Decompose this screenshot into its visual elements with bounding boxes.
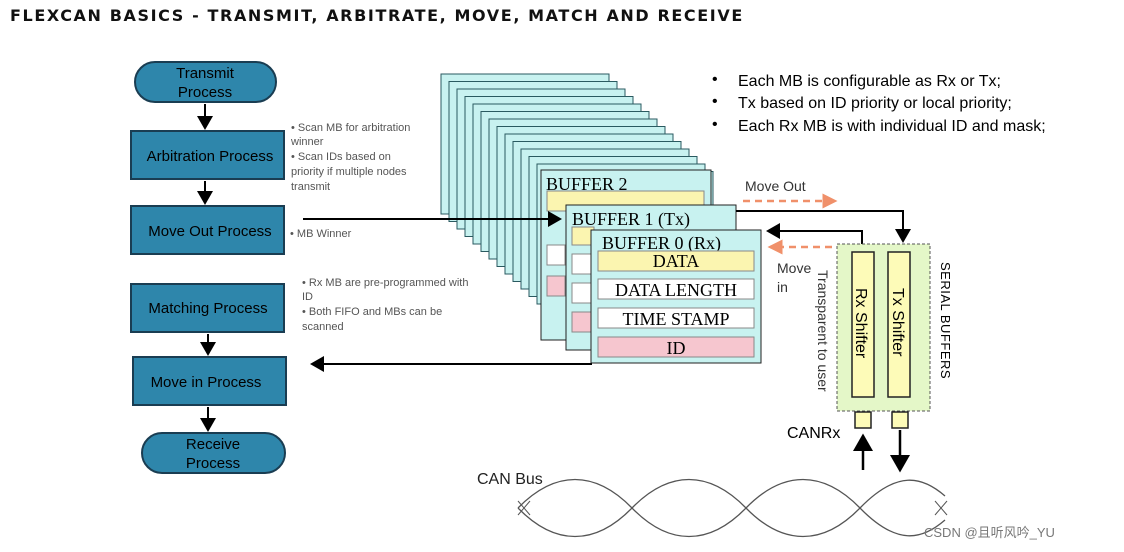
- arbitration-process-label: Arbitration Process: [147, 148, 274, 165]
- bus-end-mark: [517, 500, 531, 516]
- serial-buffers-label: SERIAL BUFFERS: [938, 262, 953, 379]
- can-high-wire: [517, 479, 946, 537]
- note-line: scanned: [302, 321, 344, 333]
- note-line: winner: [290, 136, 324, 148]
- tx-shifter: [887, 251, 911, 398]
- can-bus-wires: [517, 479, 948, 537]
- transmit-label-line1: Transmit: [176, 65, 235, 82]
- rx-shifter-label: Rx Shifter: [852, 288, 869, 359]
- note-line: priority if multiple nodes: [291, 166, 407, 178]
- bullet-dot: •: [712, 71, 718, 88]
- feature-bullets: • Each MB is configurable as Rx or Tx; •…: [712, 71, 1046, 135]
- receive-label-line1: Receive: [186, 436, 240, 453]
- note-line: • Both FIFO and MBs can be: [302, 306, 442, 318]
- note-line: ID: [302, 291, 313, 303]
- move-in-process-box: [132, 356, 287, 406]
- arrow-rx-shifter-to-buffer: [766, 223, 863, 248]
- id-field-label: ID: [667, 338, 686, 358]
- data-field-label: DATA: [653, 251, 700, 271]
- buffer-2-title: BUFFER 2: [546, 174, 628, 194]
- move-in-label-line2: in: [777, 279, 788, 295]
- move-in-process-label: Move in Process: [151, 374, 262, 391]
- bullet-item: Each Rx MB is with individual ID and mas…: [738, 118, 1046, 135]
- note-line: • Scan IDs based on: [291, 151, 391, 163]
- serial-buffers-frame: [836, 243, 931, 412]
- buffer-0: BUFFER 0 (Rx) DATA DATA LENGTH TIME STAM…: [590, 229, 762, 364]
- transmit-label-line2: Process: [178, 84, 232, 101]
- matching-process-label: Matching Process: [148, 300, 267, 317]
- buffer-2-field-stub: [546, 275, 566, 297]
- matching-process-box: [130, 283, 285, 333]
- receive-label-line2: Process: [186, 455, 240, 472]
- bullet-item: Each MB is configurable as Rx or Tx;: [738, 73, 1001, 90]
- buffer-0-title: BUFFER 0 (Rx): [602, 233, 721, 254]
- move-out-note: • MB Winner: [290, 228, 352, 240]
- time-stamp-field: [597, 307, 755, 329]
- matching-notes: • Rx MB are pre-programmed with ID • Bot…: [302, 277, 468, 333]
- note-line: • Scan MB for arbitration: [291, 122, 410, 134]
- data-length-field: [597, 278, 755, 300]
- page-title: FLEXCAN BASICS - TRANSMIT, ARBITRATE, MO…: [10, 6, 744, 25]
- buffer-2-field-stub: [546, 244, 566, 266]
- id-field: [597, 336, 755, 358]
- can-bus-label: CAN Bus: [477, 471, 543, 488]
- data-field: [597, 250, 755, 272]
- note-line: • Rx MB are pre-programmed with: [302, 277, 468, 289]
- move-out-label: Move Out: [745, 178, 806, 194]
- arbitration-notes: • Scan MB for arbitration winner • Scan …: [290, 122, 410, 193]
- watermark: CSDN @且听风吟_YU: [924, 525, 1055, 540]
- flowchart: Transmit Process Arbitration Process Mov…: [130, 61, 287, 474]
- can-low-wire: [517, 479, 946, 537]
- data-length-field-label: DATA LENGTH: [615, 280, 737, 300]
- buffer-1-title: BUFFER 1 (Tx): [572, 209, 690, 230]
- canrx-label: CANRx: [787, 425, 840, 442]
- bullet-item: Tx based on ID priority or local priorit…: [738, 95, 1012, 112]
- rx-shifter: [851, 251, 875, 398]
- tx-shifter-label: Tx Shifter: [889, 288, 906, 357]
- tx-pin: [891, 411, 909, 429]
- note-line: transmit: [291, 181, 330, 193]
- time-stamp-field-label: TIME STAMP: [622, 309, 729, 329]
- arrow-buffer-to-tx-shifter: [736, 210, 911, 243]
- serial-buffers: Rx Shifter Tx Shifter SERIAL BUFFERS: [836, 243, 953, 429]
- move-out-process-box: [130, 205, 285, 255]
- move-out-process-label: Move Out Process: [148, 223, 271, 240]
- rx-pin: [854, 411, 872, 429]
- transmit-process-pill: [134, 61, 277, 103]
- move-in-label-line1: Move: [777, 260, 811, 276]
- arbitration-process-box: [130, 130, 285, 180]
- bullet-dot: •: [712, 116, 718, 133]
- transparent-to-user-label: Transparent to user: [815, 270, 831, 392]
- bus-end-mark: [934, 500, 948, 516]
- bullet-dot: •: [712, 93, 718, 110]
- receive-process-pill: [141, 432, 286, 474]
